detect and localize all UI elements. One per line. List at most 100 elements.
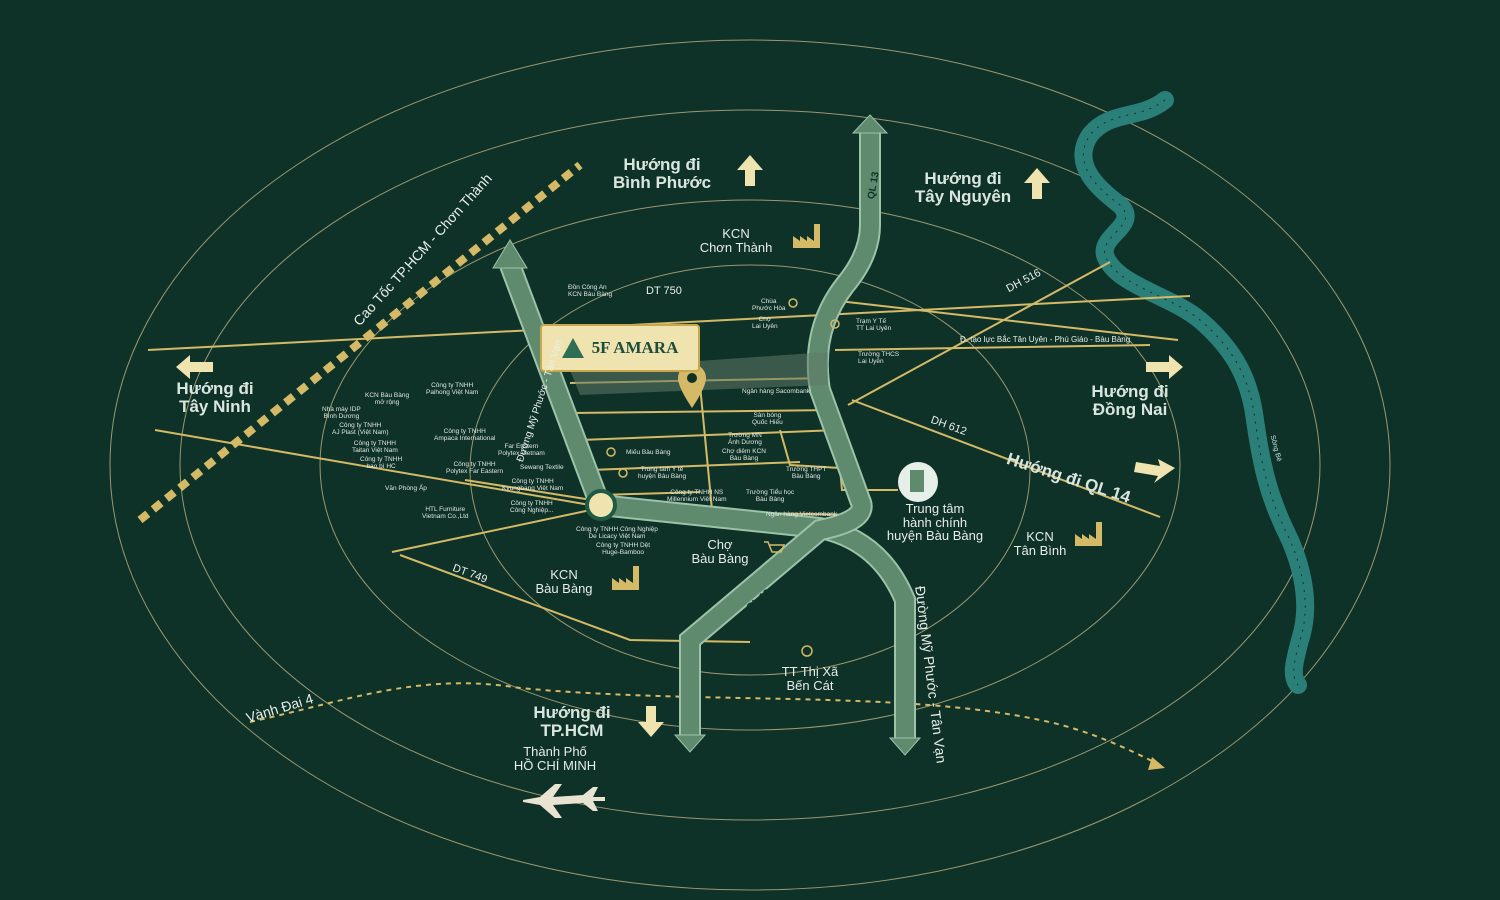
cao-toc-expressway xyxy=(137,161,583,524)
poi-sewang: Sewang Textile xyxy=(520,464,564,471)
factory-icon-bau-bang xyxy=(612,566,639,590)
poi-mieu: Miếu Bàu Bàng xyxy=(626,449,671,456)
place-line: Bàu Bàng xyxy=(691,550,749,566)
poi-line: Công ty TNHH xyxy=(510,500,553,507)
poi-line: AJ Plast (Việt Nam) xyxy=(332,429,389,437)
direction-value: Bình Phước xyxy=(612,172,712,192)
poi-line: TT Lai Uyên xyxy=(856,325,892,333)
poi-line: Công ty TNHH Công Nghiệp xyxy=(576,526,658,533)
place-line: TT Thị Xã xyxy=(781,664,839,679)
poi-line: mở rộng xyxy=(374,399,400,407)
brand-name: 5F AMARA xyxy=(591,338,679,357)
poi-line: Công ty TNHH NS xyxy=(670,489,724,496)
poi-line: Chùa xyxy=(761,298,777,305)
arrow-ql13-bottom xyxy=(673,734,707,753)
plus-icon-ttyt xyxy=(618,468,628,478)
poi-line: Công Nghiệp... xyxy=(510,507,554,515)
poi-line: Nhà máy IDP xyxy=(322,406,361,413)
project-pin-icon xyxy=(678,364,706,408)
poi-line: Huge-Bamboo xyxy=(602,549,644,557)
arrow-right-ql14 xyxy=(1134,459,1175,483)
arrow-mp-top xyxy=(492,239,528,269)
direction-value: TP.HCM xyxy=(540,720,604,740)
poi-line: Bàu Bàng xyxy=(791,473,821,481)
road-grid-3 xyxy=(579,429,839,441)
poi-line: Công ty TNHH xyxy=(339,422,382,429)
ring-1 xyxy=(469,264,1031,676)
poi-line: KCN Bàu Bàng xyxy=(365,392,410,399)
road-dt749-lower xyxy=(399,554,751,643)
ring-2 xyxy=(319,199,1181,731)
direction-value: Đồng Nai xyxy=(1092,399,1168,419)
ring-outer xyxy=(109,39,1391,891)
roundabout xyxy=(585,489,617,521)
road-dt750 xyxy=(147,295,1191,351)
arrow-right-dong-nai xyxy=(1146,355,1183,379)
place-line: Chơn Thành xyxy=(699,239,773,255)
direction-label: Hướng đi xyxy=(924,169,1002,188)
place-line: Tân Bình xyxy=(1013,542,1067,558)
road-dh612 xyxy=(851,399,1161,518)
poi-line: Kyungbang Việt Nam xyxy=(502,485,564,493)
place-line: hành chính xyxy=(902,514,968,530)
direction-label: Hướng đi xyxy=(176,379,254,398)
poi-line: Ampaca International xyxy=(434,435,496,443)
poi-line: Taitan Việt Nam xyxy=(352,447,398,455)
poi-line: Vietnam Co.,Ltd xyxy=(422,513,469,521)
road-grid-8 xyxy=(719,461,801,466)
poi-line: Far Eastern xyxy=(504,443,539,450)
project-brand-badge[interactable]: 5F AMARA xyxy=(540,324,700,372)
poi-line: Lai Uyên xyxy=(752,323,778,331)
arrow-down-tphcm xyxy=(638,706,664,737)
place-line: KCN xyxy=(722,226,750,241)
direction-value: Tây Ninh xyxy=(179,396,251,416)
poi-line: Lai Uyên xyxy=(858,358,884,366)
arrow-up-binh-phuoc xyxy=(737,155,763,186)
poi-line: Trường THPT xyxy=(786,466,827,473)
road-label-dt750: DT 750 xyxy=(646,285,682,297)
poi-line: Trường Tiểu học xyxy=(746,489,795,496)
place-line: Chợ xyxy=(707,537,733,552)
poi-line: Trường THCS xyxy=(858,351,900,358)
vanh-dai-4 xyxy=(249,682,1161,766)
poi-line: Trung tâm Y tế xyxy=(640,466,684,473)
place-line: KCN xyxy=(550,567,578,582)
poi-sacombank: Ngân hàng Sacombank xyxy=(742,388,810,395)
poi-line: Quốc Hiếu xyxy=(752,419,783,427)
plus-icon-tram-y-te xyxy=(830,319,840,329)
road-dt749 xyxy=(391,507,601,553)
poi-line: Polytex Far Eastern xyxy=(446,468,504,476)
arrow-left-tay-ninh xyxy=(176,355,213,379)
place-line: huyện Bàu Bàng xyxy=(886,528,984,544)
place-line: Bàu Bàng xyxy=(535,580,593,596)
direction-label: Hướng đi xyxy=(623,155,701,174)
